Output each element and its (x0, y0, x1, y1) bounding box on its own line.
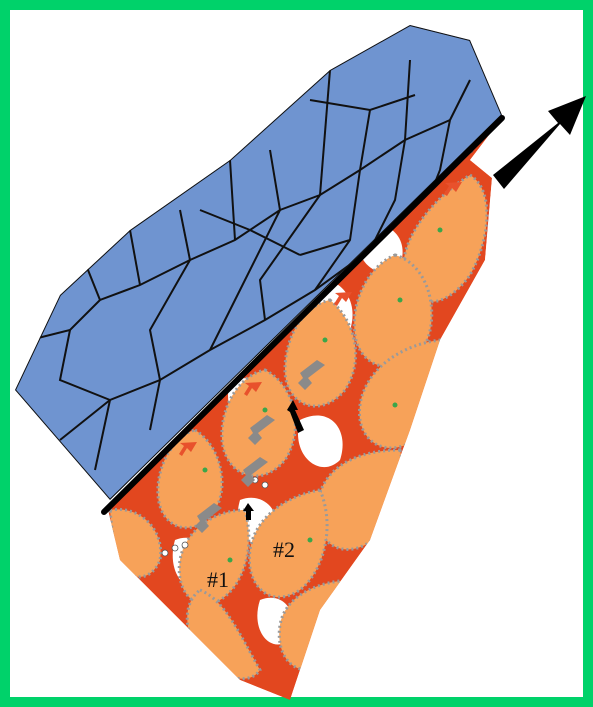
cell-label-1: #1 (207, 567, 229, 592)
direction-arrow-icon (493, 96, 586, 189)
cell-label-2: #2 (273, 537, 295, 562)
